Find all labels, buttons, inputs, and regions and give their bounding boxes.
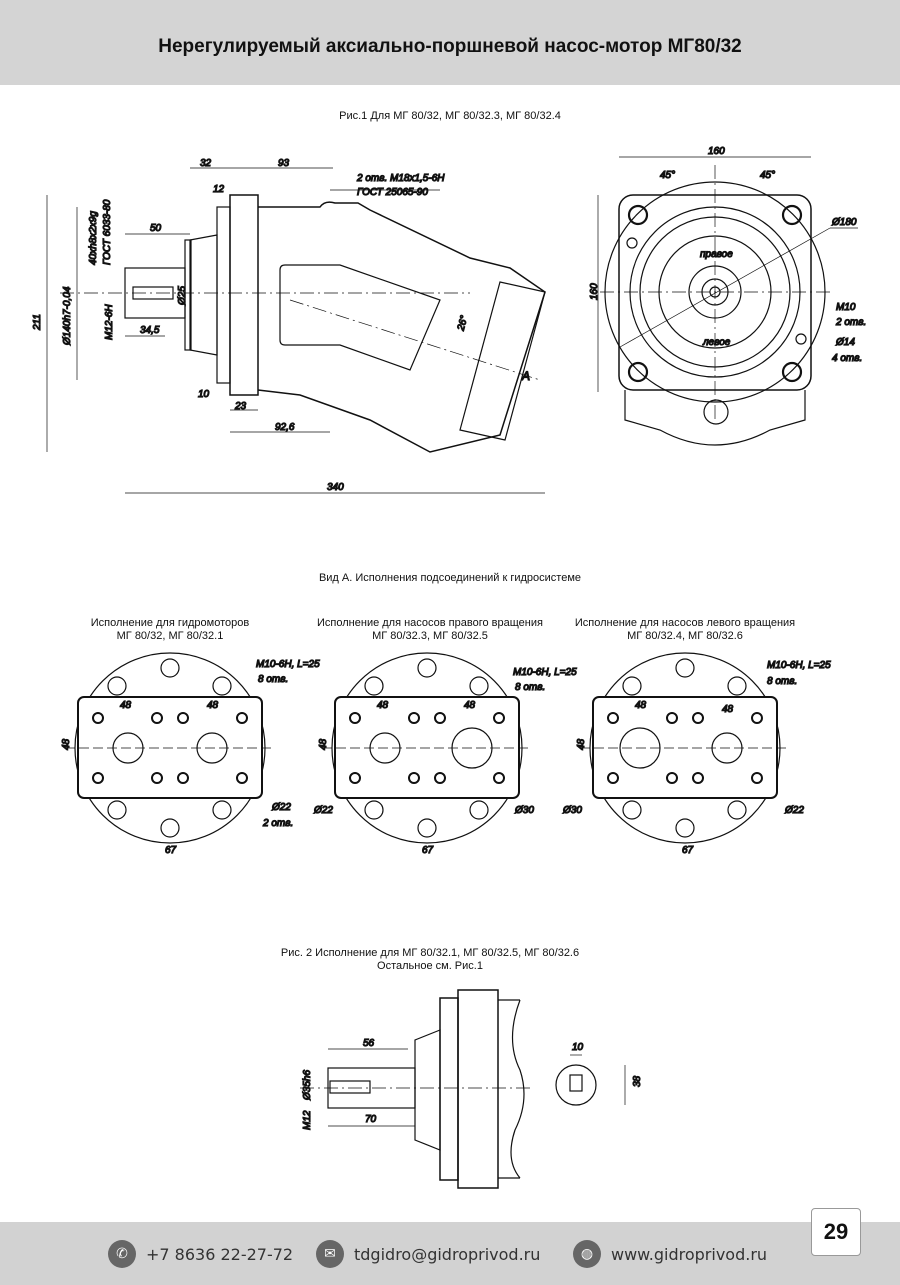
thread-standard: ГОСТ 25065-90 bbox=[357, 187, 428, 198]
dim-10: 10 bbox=[198, 389, 210, 400]
fig2-caption: Рис. 2 Исполнение для МГ 80/32.1, МГ 80/… bbox=[230, 947, 630, 973]
variant-1-drawing: 48 48 48 М10-6Н, L=25 8 отв. Ø22 2 отв. … bbox=[60, 652, 321, 857]
page-number: 29 bbox=[811, 1208, 861, 1256]
dim-34-5: 34,5 bbox=[140, 325, 160, 336]
dim-12: 12 bbox=[213, 184, 225, 195]
dim-10: 10 bbox=[572, 1042, 584, 1053]
m10-label: М10 bbox=[836, 302, 856, 313]
port-left-dia: Ø30 bbox=[562, 805, 582, 816]
globe-icon: ◍ bbox=[573, 1240, 601, 1268]
page-title: Нерегулируемый аксиально-поршневой насос… bbox=[158, 36, 742, 57]
dim-48-vertical: 48 bbox=[576, 738, 587, 750]
dim-38: 38 bbox=[632, 1075, 643, 1087]
port-right-dia: Ø30 bbox=[514, 805, 534, 816]
thread-m12: М12-6Н bbox=[104, 304, 115, 340]
footer-website[interactable]: ◍ www.gidroprivod.ru bbox=[573, 1240, 767, 1268]
website-text: www.gidroprivod.ru bbox=[611, 1244, 768, 1264]
dim-dia-180: Ø180 bbox=[831, 217, 857, 228]
variant-title: Исполнение для насосов левого вращения bbox=[574, 617, 796, 629]
dim-56: 56 bbox=[363, 1038, 375, 1049]
dia-14-count: 4 отв. bbox=[832, 353, 862, 364]
thread-count: 8 отв. bbox=[515, 682, 545, 693]
dim-48-left: 48 bbox=[120, 700, 132, 711]
front-view-drawing: 160 160 45° 45° Ø180 правое левое М10 2 … bbox=[588, 145, 867, 446]
angle-left: 45° bbox=[660, 170, 675, 181]
variant-3-drawing: 48 48 48 М10-6Н, L=25 8 отв. Ø30 Ø22 67 bbox=[561, 652, 832, 857]
dim-67: 67 bbox=[682, 845, 694, 856]
view-a-marker: А bbox=[521, 369, 530, 383]
thread-count: 8 отв. bbox=[767, 676, 797, 687]
fig2-drawing: 56 70 Ø35h6 М12 10 38 bbox=[300, 989, 644, 1189]
email-text: tdgidro@gidroprivod.ru bbox=[354, 1244, 541, 1264]
view-a-caption: Вид А. Исполнения подсоединений к гидрос… bbox=[318, 572, 582, 584]
dim-48-right: 48 bbox=[464, 700, 476, 711]
rotation-right-label: правое bbox=[700, 249, 733, 260]
variant-models: МГ 80/32.3, МГ 80/32.5 bbox=[372, 630, 488, 642]
port-left-dia: Ø22 bbox=[313, 805, 333, 816]
spline-label: 40хh8х2х9g bbox=[88, 211, 99, 265]
dim-32: 32 bbox=[200, 158, 212, 169]
dim-dia-35: Ø35h6 bbox=[302, 1070, 313, 1101]
dim-48-left: 48 bbox=[377, 700, 389, 711]
dim-48-left: 48 bbox=[635, 700, 647, 711]
fig2-caption-line2: Остальное см. Рис.1 bbox=[377, 960, 483, 972]
footer-phone[interactable]: ✆ +7 8636 22-27-72 bbox=[108, 1240, 293, 1268]
angle-right: 45° bbox=[760, 170, 775, 181]
thread-label: М10-6Н, L=25 bbox=[513, 667, 577, 678]
page-footer bbox=[0, 1222, 900, 1285]
dia-14-label: Ø14 bbox=[835, 337, 855, 348]
dim-211: 211 bbox=[32, 314, 43, 331]
dim-70: 70 bbox=[365, 1114, 377, 1125]
phone-text: +7 8636 22-27-72 bbox=[146, 1244, 294, 1264]
dim-92-6: 92,6 bbox=[275, 422, 295, 433]
mail-icon: ✉ bbox=[316, 1240, 344, 1268]
variant-models: МГ 80/32.4, МГ 80/32.6 bbox=[627, 630, 743, 642]
port-right-dia: Ø22 bbox=[784, 805, 804, 816]
dim-dia-140: Ø140h7-0,04 bbox=[62, 286, 73, 346]
fig1-caption: Рис.1 Для МГ 80/32, МГ 80/32.3, МГ 80/32… bbox=[339, 110, 561, 122]
m10-count: 2 отв. bbox=[835, 317, 866, 328]
variant-2-drawing: 48 48 48 М10-6Н, L=25 8 отв. Ø22 Ø30 67 bbox=[312, 652, 578, 857]
dim-340: 340 bbox=[327, 482, 344, 493]
dim-67: 67 bbox=[422, 845, 434, 856]
port-right-dia: Ø22 bbox=[271, 802, 291, 813]
dim-48-vertical: 48 bbox=[61, 738, 72, 750]
dim-48-right: 48 bbox=[207, 700, 219, 711]
dim-48-vertical: 48 bbox=[318, 738, 329, 750]
port-note: 2 отв. bbox=[262, 818, 293, 829]
thread-label: М10-6Н, L=25 bbox=[767, 660, 831, 671]
dim-23: 23 bbox=[234, 401, 247, 412]
variant-title: Исполнение для насосов правого вращения bbox=[317, 617, 543, 629]
rotation-left-label: левое bbox=[702, 337, 731, 348]
dim-angle: 26° bbox=[456, 314, 471, 332]
footer-email[interactable]: ✉ tdgidro@gidroprivod.ru bbox=[316, 1240, 540, 1268]
thread-count: 8 отв. bbox=[258, 674, 288, 685]
dim-93: 93 bbox=[278, 158, 290, 169]
dim-50: 50 bbox=[150, 223, 162, 234]
dim-67: 67 bbox=[165, 845, 177, 856]
page-header: Нерегулируемый аксиально-поршневой насос… bbox=[0, 0, 900, 85]
fig2-caption-line1: Рис. 2 Исполнение для МГ 80/32.1, МГ 80/… bbox=[280, 947, 580, 959]
thread-label: М10-6Н, L=25 bbox=[256, 659, 320, 670]
side-view-drawing: 32 93 12 2 отв. М18х1,5-6Н ГОСТ 25065-90… bbox=[31, 157, 546, 494]
dim-160-width: 160 bbox=[708, 146, 725, 157]
dim-48-right: 48 bbox=[722, 704, 734, 715]
dim-m12: М12 bbox=[302, 1110, 313, 1130]
phone-icon: ✆ bbox=[108, 1240, 136, 1268]
dim-dia-25: Ø25 bbox=[177, 286, 188, 306]
dim-160-height: 160 bbox=[589, 283, 600, 300]
variant-models: МГ 80/32, МГ 80/32.1 bbox=[116, 630, 224, 642]
variant-title: Исполнение для гидромоторов bbox=[90, 617, 250, 629]
thread-label: 2 отв. М18х1,5-6Н bbox=[356, 173, 445, 184]
spline-standard: ГОСТ 6033-80 bbox=[102, 199, 113, 265]
